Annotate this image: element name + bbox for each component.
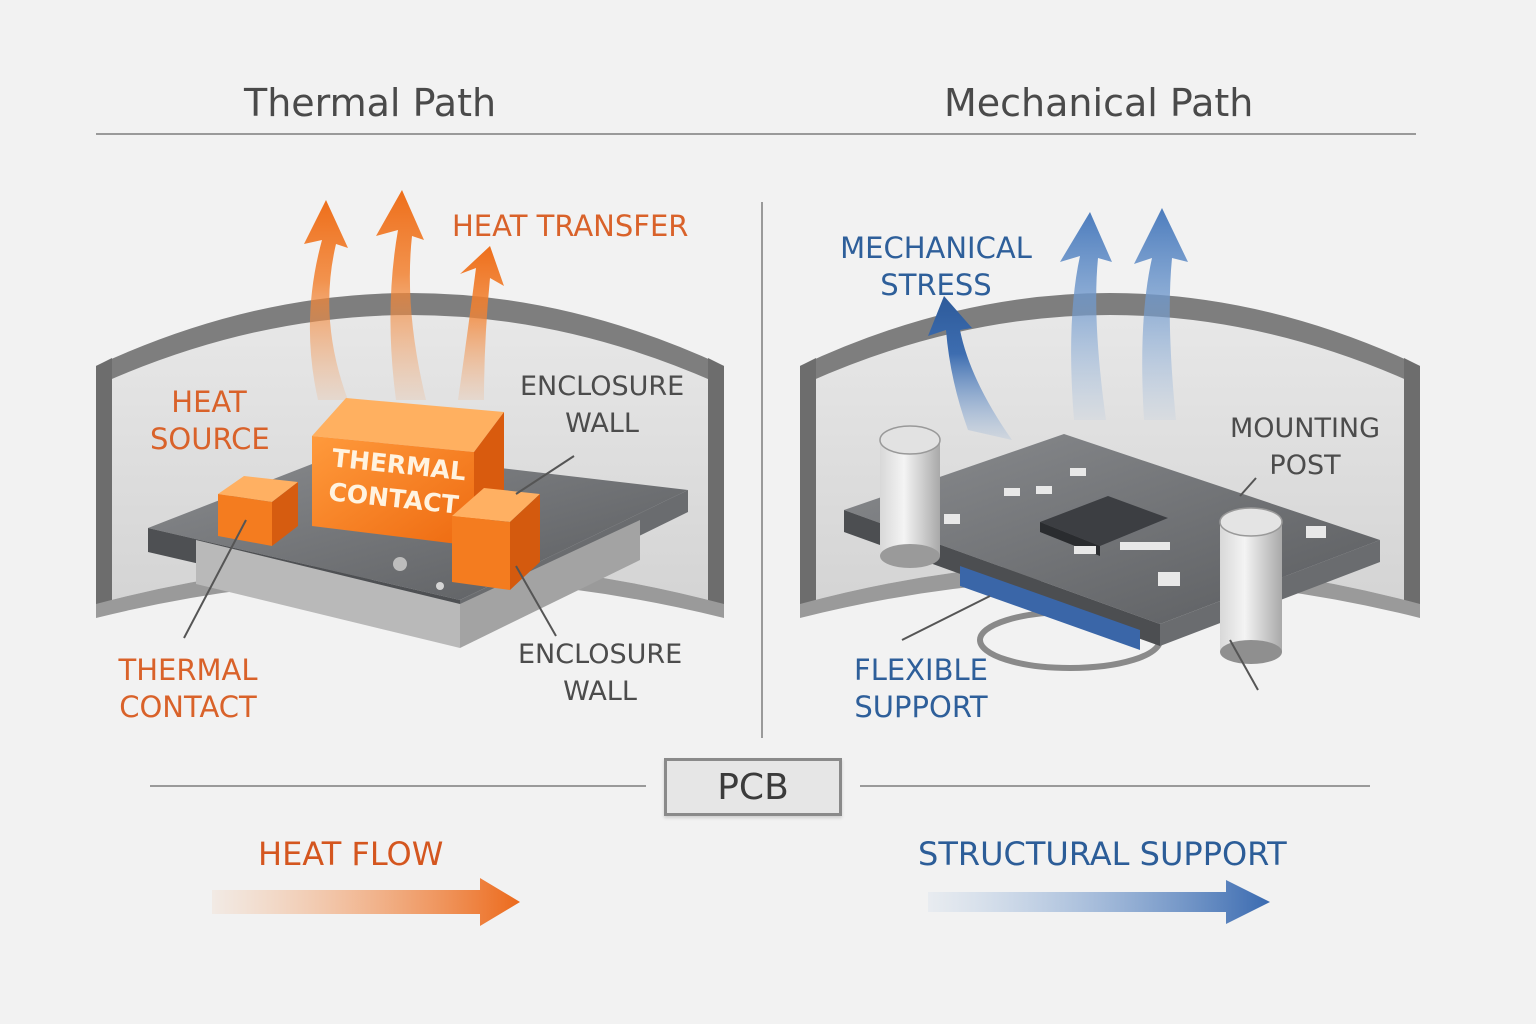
- heat-flow-arrow: [212, 878, 520, 926]
- thermal-path-title: Thermal Path: [244, 81, 497, 125]
- flexible-support-line-1: FLEXIBLE: [854, 653, 988, 687]
- mechanical-path-title: Mechanical Path: [944, 81, 1254, 125]
- thermal-leader-lines: [183, 455, 575, 639]
- structural-support-label: STRUCTURAL SUPPORT: [918, 835, 1287, 873]
- enclosure-wall-bottom-line-2: WALL: [563, 676, 637, 707]
- thermal-heat-arrows: [304, 190, 504, 400]
- flexible-support-line-2: SUPPORT: [854, 690, 988, 724]
- enclosure-wall-label-top: ENCLOSURE WALL: [520, 368, 684, 442]
- enclosure-wall-top-line-2: WALL: [565, 408, 639, 439]
- heat-source-line-2: SOURCE: [150, 422, 270, 456]
- thermal-contact-block-small: [452, 488, 540, 590]
- mechanical-stress-line-1: MECHANICAL: [840, 231, 1032, 265]
- mechanical-stress-arrows: [928, 208, 1188, 440]
- mounting-post-line-1: MOUNTING: [1229, 413, 1381, 444]
- enclosure-wall-top-line-1: ENCLOSURE: [520, 371, 685, 402]
- processor-chip: [1040, 496, 1168, 546]
- mounting-post-label: MOUNTING POST: [1222, 410, 1388, 484]
- structural-support-arrow: [928, 880, 1270, 924]
- mounting-post-right: [1219, 507, 1283, 664]
- thermal-contact-block-large: [312, 398, 504, 546]
- flexible-support-label: FLEXIBLE SUPPORT: [846, 652, 996, 726]
- mounting-post-left: [879, 425, 941, 568]
- thermal-contact-line-1: THERMAL: [118, 653, 258, 687]
- thermal-contact-line-2: CONTACT: [119, 690, 257, 724]
- pcb-label: PCB: [717, 766, 789, 808]
- mechanical-stress-line-2: STRESS: [880, 268, 992, 302]
- mechanical-stress-label: MECHANICAL STRESS: [836, 230, 1036, 304]
- enclosure-wall-bottom-line-1: ENCLOSURE: [518, 639, 683, 670]
- heat-source-label: HEAT SOURCE: [150, 384, 270, 458]
- heat-source-line-1: HEAT: [171, 385, 247, 419]
- mechanical-leader-lines: [901, 477, 1259, 691]
- heat-transfer-label: HEAT TRANSFER: [452, 209, 689, 243]
- pcb-label-box: PCB: [664, 758, 842, 816]
- enclosure-wall-label-bottom: ENCLOSURE WALL: [518, 636, 682, 710]
- thermal-contact-block-text: THERMAL CONTACT: [327, 441, 467, 522]
- heat-flow-label: HEAT FLOW: [258, 835, 444, 873]
- thermal-contact-label: THERMAL CONTACT: [108, 652, 268, 726]
- mounting-post-line-2: POST: [1269, 450, 1341, 481]
